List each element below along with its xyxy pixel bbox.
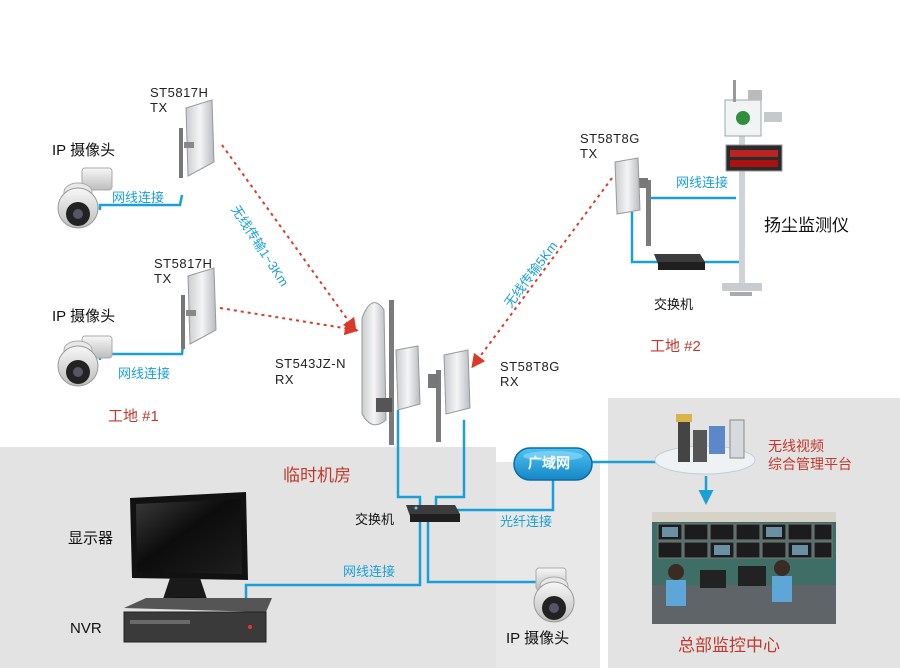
camera-2-label: IP 摄像头 <box>52 308 116 325</box>
rx2-model: ST58T8G <box>500 359 560 374</box>
platform-label-line2: 综合管理平台 <box>768 456 852 472</box>
camera-2 <box>57 335 113 387</box>
hq-label: 总部监控中心 <box>678 636 780 655</box>
net-label-4: 网线连接 <box>343 564 396 579</box>
fiber-label: 光纤连接 <box>500 514 553 529</box>
hq-control-room <box>652 512 836 624</box>
platform-servers <box>654 414 756 475</box>
wireless-tx2-rx1 <box>219 307 359 336</box>
antenna-tx2 <box>181 267 217 349</box>
nvr-label: NVR <box>70 620 102 637</box>
switch-site2 <box>654 254 705 270</box>
net-label-3: 网线连接 <box>676 175 729 190</box>
switch-room <box>406 505 460 522</box>
dust-monitor-label: 扬尘监测仪 <box>764 216 849 235</box>
tx3-model: ST58T8G <box>580 131 640 146</box>
antenna-rx2 <box>428 349 471 442</box>
wireless-links <box>219 144 613 369</box>
site-2-label: 工地 #2 <box>650 338 701 355</box>
net-label-1: 网线连接 <box>112 190 165 205</box>
monitor-device <box>130 492 248 607</box>
rx1-role: RX <box>275 372 295 387</box>
camera-3 <box>533 567 575 623</box>
room-label: 临时机房 <box>283 466 351 485</box>
camera-1-label: IP 摄像头 <box>52 142 116 159</box>
link-tx3-switch2 <box>630 212 660 264</box>
link-cam1-tx1 <box>98 194 184 210</box>
wan-label: 广域网 <box>528 455 570 471</box>
rx1-model: ST543JZ-N <box>275 356 346 371</box>
room-panel-right <box>496 462 600 668</box>
tx1-role: TX <box>150 100 168 115</box>
tx2-model: ST5817H <box>154 256 213 271</box>
camera-1 <box>57 167 113 229</box>
antenna-tx3 <box>614 157 651 246</box>
monitor-label: 显示器 <box>68 530 114 547</box>
link-switch-wan <box>450 480 555 512</box>
net-label-2: 网线连接 <box>118 366 171 381</box>
link-rx1-switch <box>396 410 422 512</box>
tx3-role: TX <box>580 146 598 161</box>
platform-label-line1: 无线视频 <box>768 438 824 454</box>
site-1-label: 工地 #1 <box>108 408 159 425</box>
tx2-role: TX <box>154 271 172 286</box>
dust-monitor <box>722 80 783 296</box>
switch-1-label: 交换机 <box>355 512 395 527</box>
switch-2-label: 交换机 <box>654 297 694 312</box>
link-switch-cam3 <box>426 520 537 584</box>
nvr-device <box>123 598 272 643</box>
wireless-tx1-rx1 <box>221 144 357 333</box>
antenna-rx1 <box>361 300 421 445</box>
wan-node <box>513 447 593 481</box>
camera-3-label: IP 摄像头 <box>506 630 570 647</box>
rx2-role: RX <box>500 374 520 389</box>
link-rx2-switch <box>434 420 466 512</box>
tx1-model: ST5817H <box>150 85 209 100</box>
antenna-tx1 <box>179 99 215 178</box>
